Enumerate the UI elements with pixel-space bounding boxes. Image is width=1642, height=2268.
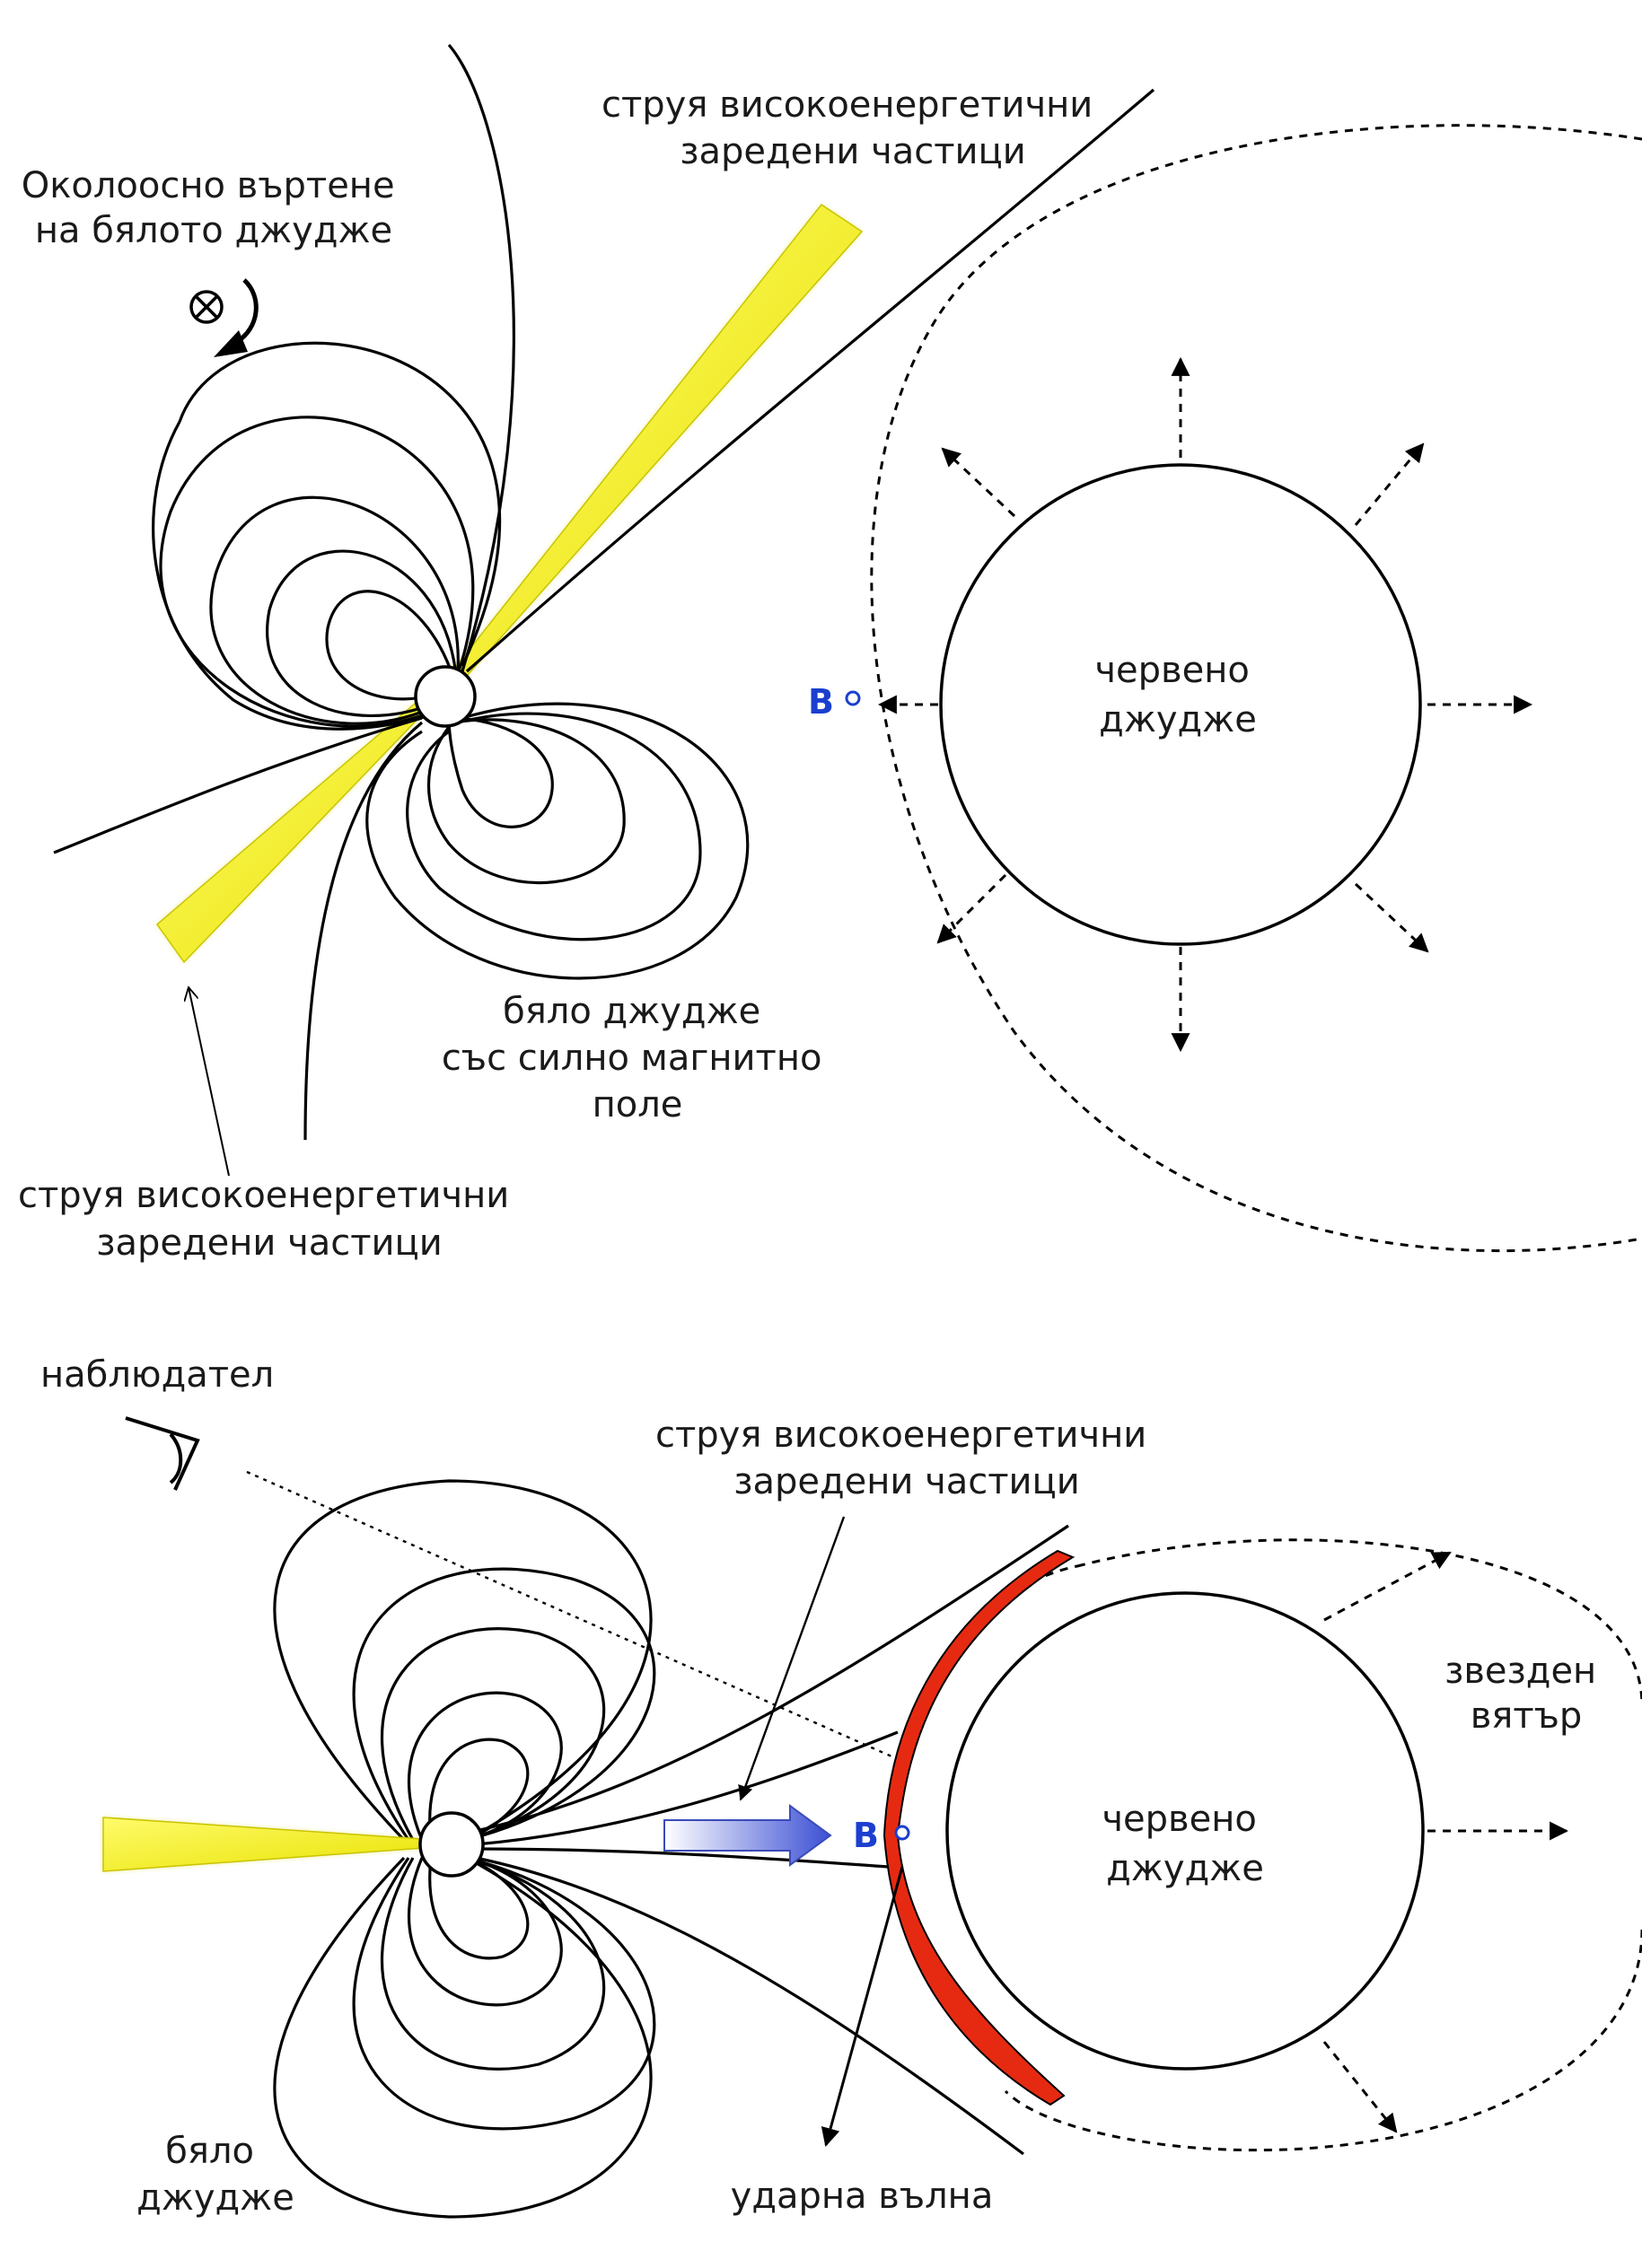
red-dwarf-bottom xyxy=(945,1591,1425,2071)
wind-arrow xyxy=(1354,442,1425,526)
wind-label: звезден вятър xyxy=(1444,1651,1608,1737)
jet-label-bottom: струя високоенергетични заредени частици xyxy=(655,1414,1158,1502)
point-b-marker-bottom xyxy=(894,1825,910,1841)
wind-arrow xyxy=(1323,1551,1452,1622)
wind-arrow xyxy=(1354,882,1429,953)
jet-pointer-top xyxy=(189,987,230,1177)
point-b-label-bottom: B xyxy=(853,1816,879,1855)
jet-label-top: струя високоенергетични заредени частици xyxy=(601,84,1104,172)
shock-pointer xyxy=(821,1866,904,2148)
red-dwarf-label-top: червено джудже xyxy=(1094,650,1260,740)
line-of-sight xyxy=(246,1470,899,1761)
field-lines-top xyxy=(53,43,1155,1141)
bottom-panel: B наблюдател струя високоенергетични зар… xyxy=(40,1354,1642,2219)
radial-wind-arrows-top xyxy=(877,356,1533,1053)
rotation-icon xyxy=(189,278,259,357)
top-panel: B xyxy=(18,43,1642,1264)
red-dwarf-label-bottom: червено джудже xyxy=(1102,1799,1268,1889)
jet-bottom xyxy=(102,1817,436,1872)
eye-icon xyxy=(125,1416,200,1491)
jet-top xyxy=(155,203,864,964)
jet-label-bottom-left: струя високоенергетични заредени частици xyxy=(18,1175,521,1264)
point-b-label-top: B xyxy=(808,682,834,722)
wind-arrow xyxy=(941,447,1016,518)
white-dwarf-top xyxy=(414,665,477,728)
white-dwarf-label-bottom: бяло джудже xyxy=(136,2131,294,2219)
jet-pointer-bottom xyxy=(738,1516,846,1801)
wind-arrow xyxy=(936,873,1007,944)
point-b-marker-top xyxy=(845,690,861,706)
wind-arrow xyxy=(1322,2041,1398,2133)
red-dwarf-top xyxy=(939,463,1422,946)
rotation-label: Околоосно въртене на бялото джудже xyxy=(22,165,407,251)
wind-envelope-top xyxy=(870,124,1642,1253)
white-dwarf-label-top: бяло джудже със силно магнитно поле xyxy=(442,991,833,1125)
white-dwarf-bottom xyxy=(418,1811,485,1878)
particle-flow-arrow xyxy=(663,1804,832,1867)
shock-wave xyxy=(882,1549,1076,2106)
shock-label: ударна вълна xyxy=(731,2176,994,2217)
field-lines-bottom xyxy=(273,1479,1069,2219)
observer-label: наблюдател xyxy=(40,1354,274,1396)
radial-wind-arrows-bottom xyxy=(1322,1551,1569,2133)
